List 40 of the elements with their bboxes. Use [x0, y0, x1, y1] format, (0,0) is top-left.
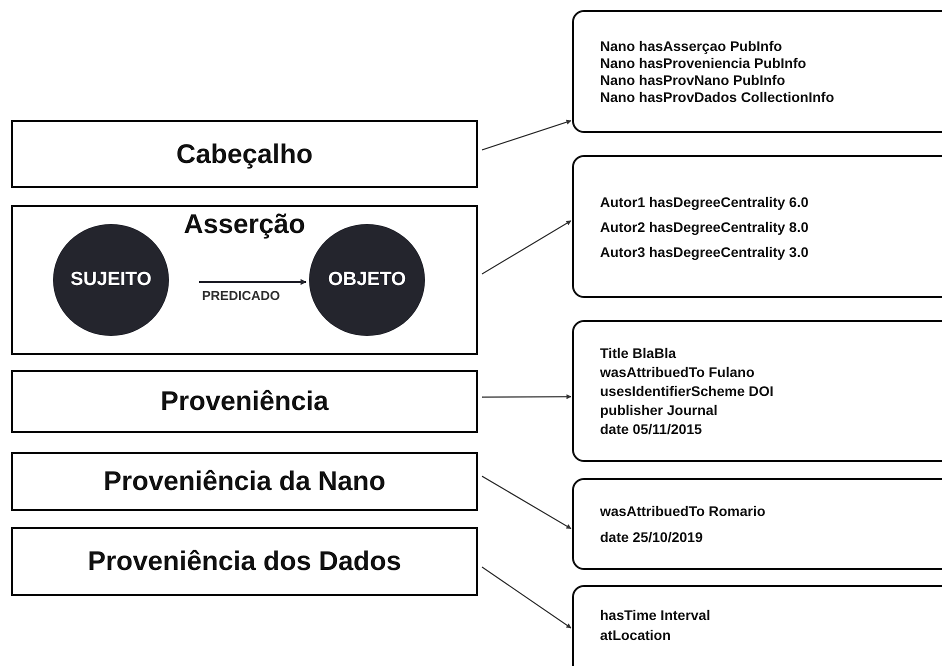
section-box	[11, 370, 478, 433]
entity-label: OBJETO	[328, 269, 406, 291]
section-box	[11, 452, 478, 511]
triple-text: Autor2 hasDegreeCentrality 8.0	[600, 218, 810, 234]
triple-text: Nano hasAsserçao PubInfo	[600, 38, 784, 54]
arrow	[199, 279, 307, 285]
arrow	[482, 566, 572, 628]
section-title: Cabeçalho	[176, 138, 313, 170]
triple-text: date 05/11/2015	[600, 421, 703, 437]
triple-card	[572, 585, 942, 666]
section-title: Proveniência da Nano	[103, 466, 386, 497]
arrow	[482, 220, 572, 275]
triple-text: publisher Journal	[600, 402, 718, 418]
triple-text: atLocation	[600, 627, 672, 643]
section-box	[11, 527, 478, 596]
triple-text: wasAttribuedTo Fulano	[600, 364, 756, 380]
triple-text: hasTime Interval	[600, 607, 712, 623]
triple-text: Nano hasProvDados CollectionInfo	[600, 89, 836, 105]
section-title: Proveniência	[160, 386, 329, 417]
triple-card	[572, 10, 942, 133]
triple-text: date 25/10/2019	[600, 529, 704, 545]
arrow	[482, 394, 572, 400]
triple-text: Nano hasProvNano PubInfo	[600, 72, 786, 88]
arrow	[482, 120, 572, 150]
section-title: Proveniência dos Dados	[88, 546, 402, 577]
triple-text: Autor1 hasDegreeCentrality 6.0	[600, 194, 810, 210]
entity-label: SUJEITO	[70, 269, 152, 291]
triple-text: Title BlaBla	[600, 345, 678, 361]
triple-text: Nano hasProveniencia PubInfo	[600, 55, 808, 71]
triple-text: usesIdentifierScheme DOI	[600, 383, 775, 399]
section-box	[11, 205, 478, 355]
edge-label: PREDICADO	[201, 288, 282, 303]
section-title: Asserção	[182, 209, 306, 240]
arrow	[482, 476, 572, 530]
triple-text: Autor3 hasDegreeCentrality 3.0	[600, 244, 810, 260]
section-box	[11, 120, 478, 188]
triple-text: wasAttribuedTo Romario	[600, 503, 766, 519]
triple-card	[572, 320, 942, 462]
triple-card	[572, 478, 942, 570]
triple-card	[572, 155, 942, 298]
